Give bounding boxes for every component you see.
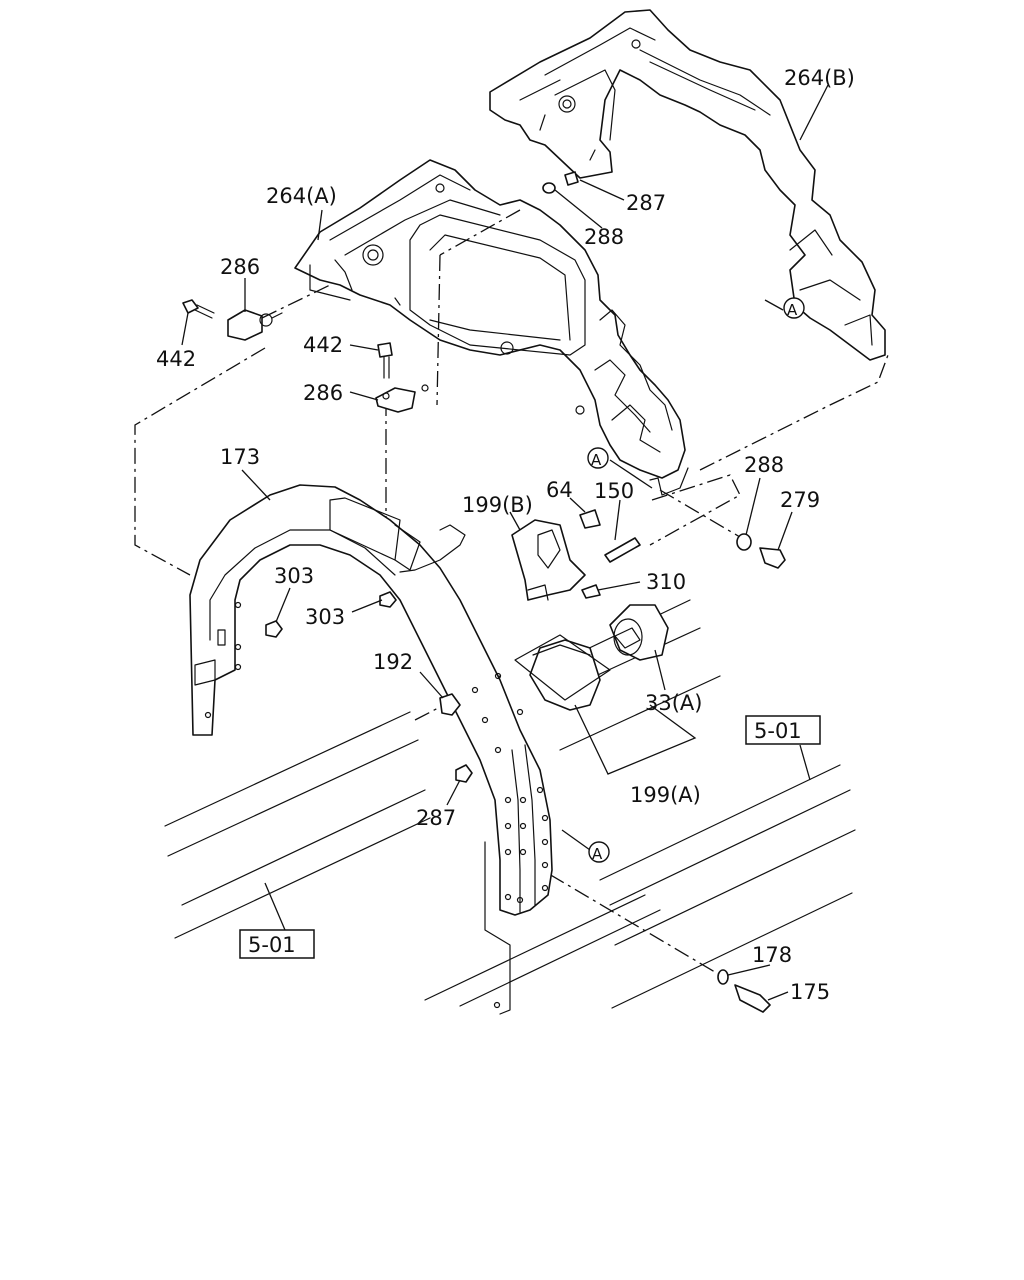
ref-box-right-text: 5-01 xyxy=(754,719,802,743)
label-264a: 264(A) xyxy=(266,184,337,208)
marker-a-low-text: A xyxy=(592,845,603,863)
label-303-b: 303 xyxy=(305,605,345,629)
ref-box-left xyxy=(239,929,315,959)
nut-287-low xyxy=(455,764,473,783)
label-287-low: 287 xyxy=(416,806,456,830)
view-markers: A A A xyxy=(587,297,805,863)
washer-178 xyxy=(717,969,729,985)
bolt-442-mid xyxy=(377,342,393,358)
label-264b: 264(B) xyxy=(784,66,855,90)
ref-box-right xyxy=(745,715,821,745)
nut-287-top xyxy=(564,171,579,186)
bolt-150 xyxy=(604,537,641,563)
marker-a-top-text: A xyxy=(787,301,798,319)
label-287-top: 287 xyxy=(626,191,666,215)
insulator-33a xyxy=(609,604,669,661)
label-173: 173 xyxy=(220,445,260,469)
label-303-a: 303 xyxy=(274,564,314,588)
bracket-173 xyxy=(189,484,553,916)
label-279: 279 xyxy=(780,488,820,512)
label-199a: 199(A) xyxy=(630,783,701,807)
marker-a-mid-text: A xyxy=(591,451,602,469)
marker-a-mid xyxy=(587,447,609,469)
label-442-mid: 442 xyxy=(303,333,343,357)
bolt-175 xyxy=(734,984,771,1013)
bracket-286-mid xyxy=(375,387,416,413)
marker-a-low xyxy=(588,841,610,863)
label-310: 310 xyxy=(646,570,686,594)
part-labels: 264(B) 264(A) 287 288 286 442 442 286 17… xyxy=(156,66,855,1004)
nut-303-a xyxy=(265,620,283,638)
label-442-left: 442 xyxy=(156,347,196,371)
label-288-right: 288 xyxy=(744,453,784,477)
leader-lines xyxy=(181,84,829,1001)
clip-310 xyxy=(581,584,601,599)
bracket-199b xyxy=(511,519,586,601)
bolt-442-left xyxy=(182,299,199,314)
label-178: 178 xyxy=(752,943,792,967)
ref-box-left-text: 5-01 xyxy=(248,933,296,957)
nut-192 xyxy=(439,693,461,716)
label-199b: 199(B) xyxy=(462,493,533,517)
marker-a-top xyxy=(783,297,805,319)
label-192: 192 xyxy=(373,650,413,674)
washer-288-right xyxy=(736,533,752,551)
insulator-199a xyxy=(529,639,601,711)
label-286-mid: 286 xyxy=(303,381,343,405)
bracket-286-top xyxy=(227,309,263,341)
label-288-top: 288 xyxy=(584,225,624,249)
label-150: 150 xyxy=(594,479,634,503)
nut-303-b xyxy=(379,591,397,608)
small-parts xyxy=(182,171,786,1013)
reference-boxes: 5-01 5-01 xyxy=(239,715,821,959)
crossmember-264a xyxy=(294,159,689,496)
label-64: 64 xyxy=(546,478,573,502)
crossmember-264b xyxy=(489,9,886,361)
washer-288-top xyxy=(542,182,556,194)
bolt-279 xyxy=(759,547,786,569)
label-286-top: 286 xyxy=(220,255,260,279)
label-33a: 33(A) xyxy=(645,691,702,715)
clip-64 xyxy=(579,509,601,529)
label-175: 175 xyxy=(790,980,830,1004)
